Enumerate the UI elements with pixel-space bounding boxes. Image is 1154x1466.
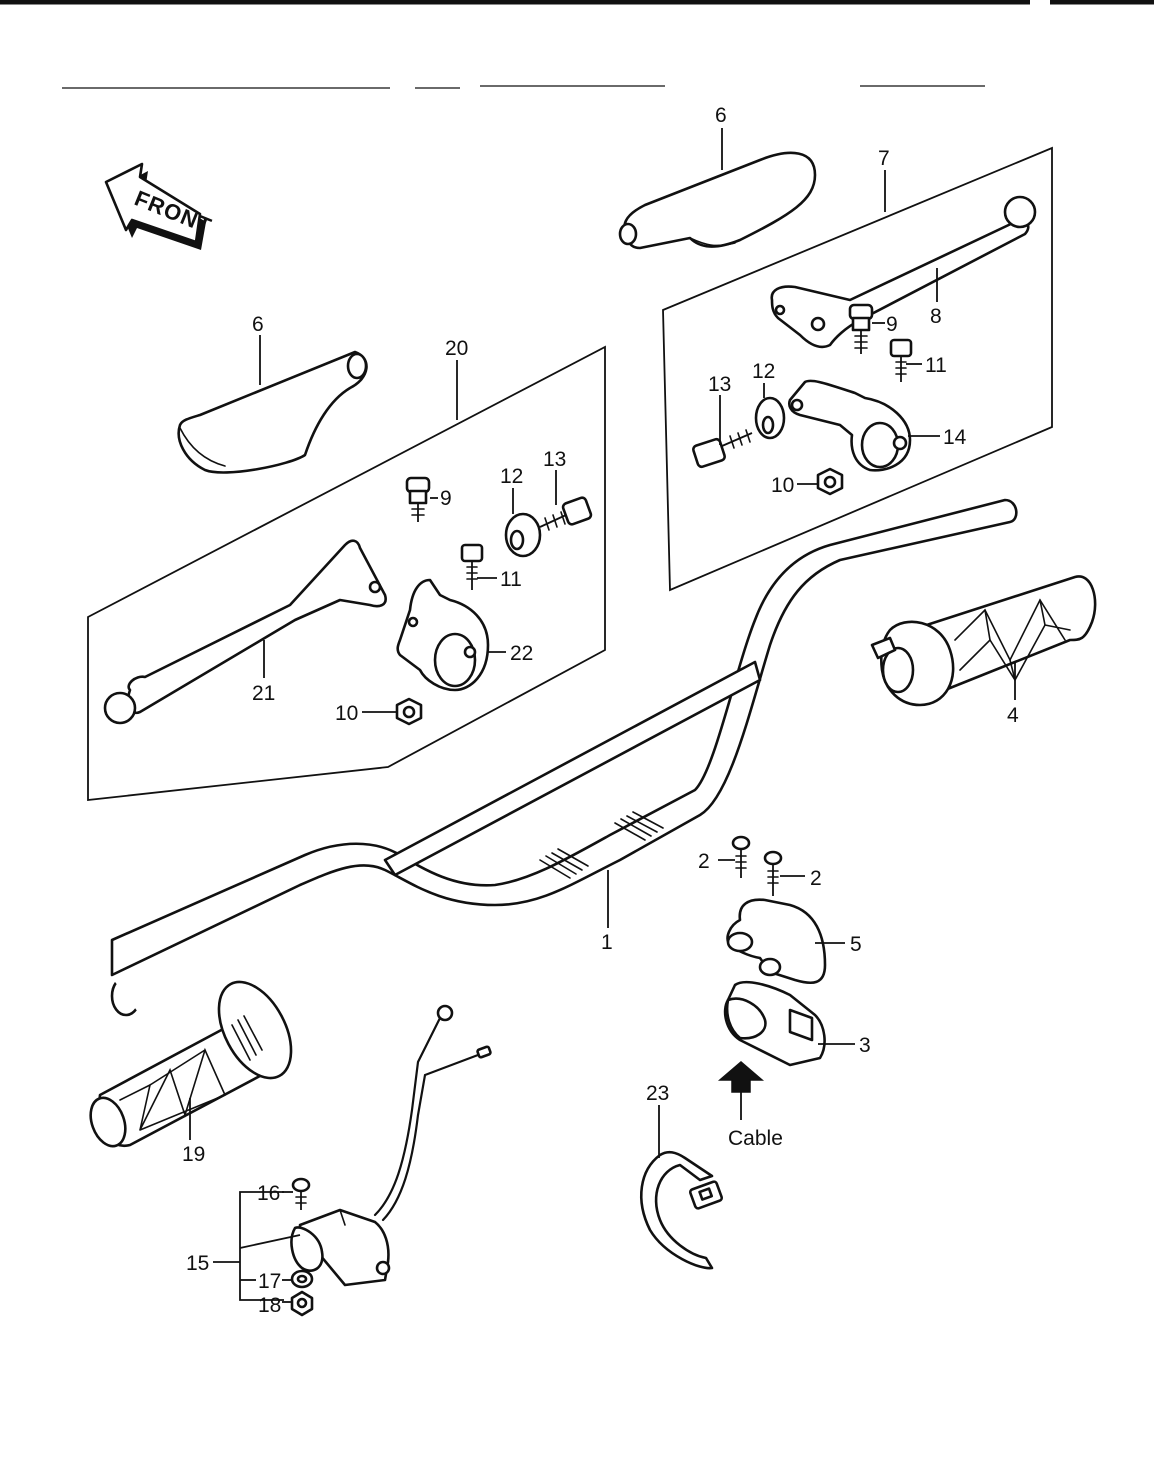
throttle-case-upper [726,898,827,985]
switch-nut [290,1290,314,1317]
callout-11a: 11 [925,354,947,377]
left-lever-holder [396,578,490,692]
leader-lines [189,128,1016,1303]
locknut-right [754,396,786,440]
adjuster-right [692,429,753,469]
nut-left [395,697,423,726]
callout-13a: 13 [708,373,731,396]
cable-arrow-icon [717,1061,765,1120]
adjuster-left [539,496,593,531]
switch-screw [291,1177,311,1210]
callout-9b: 9 [440,487,452,510]
callout-20: 20 [445,337,468,360]
left-lever-group-frame [87,345,606,802]
case-screw-2 [763,850,783,896]
callout-7: 7 [878,147,890,170]
callout-9a: 9 [886,313,898,336]
callout-22: 22 [510,642,533,665]
callout-10b: 10 [335,702,358,725]
callout-18: 18 [258,1294,281,1317]
callout-14: 14 [943,426,967,449]
brake-lever [103,539,387,725]
callout-5: 5 [850,933,862,956]
clutch-lever [770,195,1037,349]
case-screw-1 [731,835,751,878]
callout-labels: 1 2 2 3 4 5 6 6 7 8 9 9 10 10 11 11 12 1… [182,104,1019,1317]
callout-2b: 2 [810,867,822,890]
callout-3: 3 [859,1034,871,1057]
throttle-case-lower [723,980,826,1067]
nut-right [816,467,844,496]
screw-left [460,543,484,590]
callout-8: 8 [930,305,942,328]
callout-12a: 12 [752,360,775,383]
screw-right [889,338,913,382]
right-lever-group-frame [662,146,1053,592]
callout-11b: 11 [500,568,522,591]
cable-band [639,1150,724,1270]
callout-15: 15 [186,1252,209,1275]
callout-4: 4 [1007,704,1019,727]
engine-stop-switch [290,1004,492,1287]
callout-2a: 2 [698,850,710,873]
page-top-border [0,0,1154,89]
callout-6a: 6 [715,104,727,127]
callout-13b: 13 [543,448,566,471]
callout-16: 16 [257,1182,280,1205]
callout-23: 23 [646,1082,669,1105]
lever-guard-right [618,151,817,250]
throttle-grip [870,575,1097,707]
callout-1: 1 [601,931,613,954]
switch-washer [290,1269,314,1289]
lever-guard-left [177,350,368,474]
callout-6b: 6 [252,313,264,336]
callout-10a: 10 [771,474,794,497]
pivot-bolt-left [405,476,431,522]
right-lever-holder [788,379,912,472]
cable-label: Cable [728,1127,783,1150]
front-arrow-icon: FRONT [104,162,215,250]
callout-12b: 12 [500,465,523,488]
callout-21: 21 [252,682,275,705]
locknut-left [504,512,542,558]
callout-19: 19 [182,1143,205,1166]
pivot-bolt-right [848,303,874,354]
left-grip [89,980,293,1148]
callout-17: 17 [258,1270,281,1293]
handlebar [110,498,1018,1017]
